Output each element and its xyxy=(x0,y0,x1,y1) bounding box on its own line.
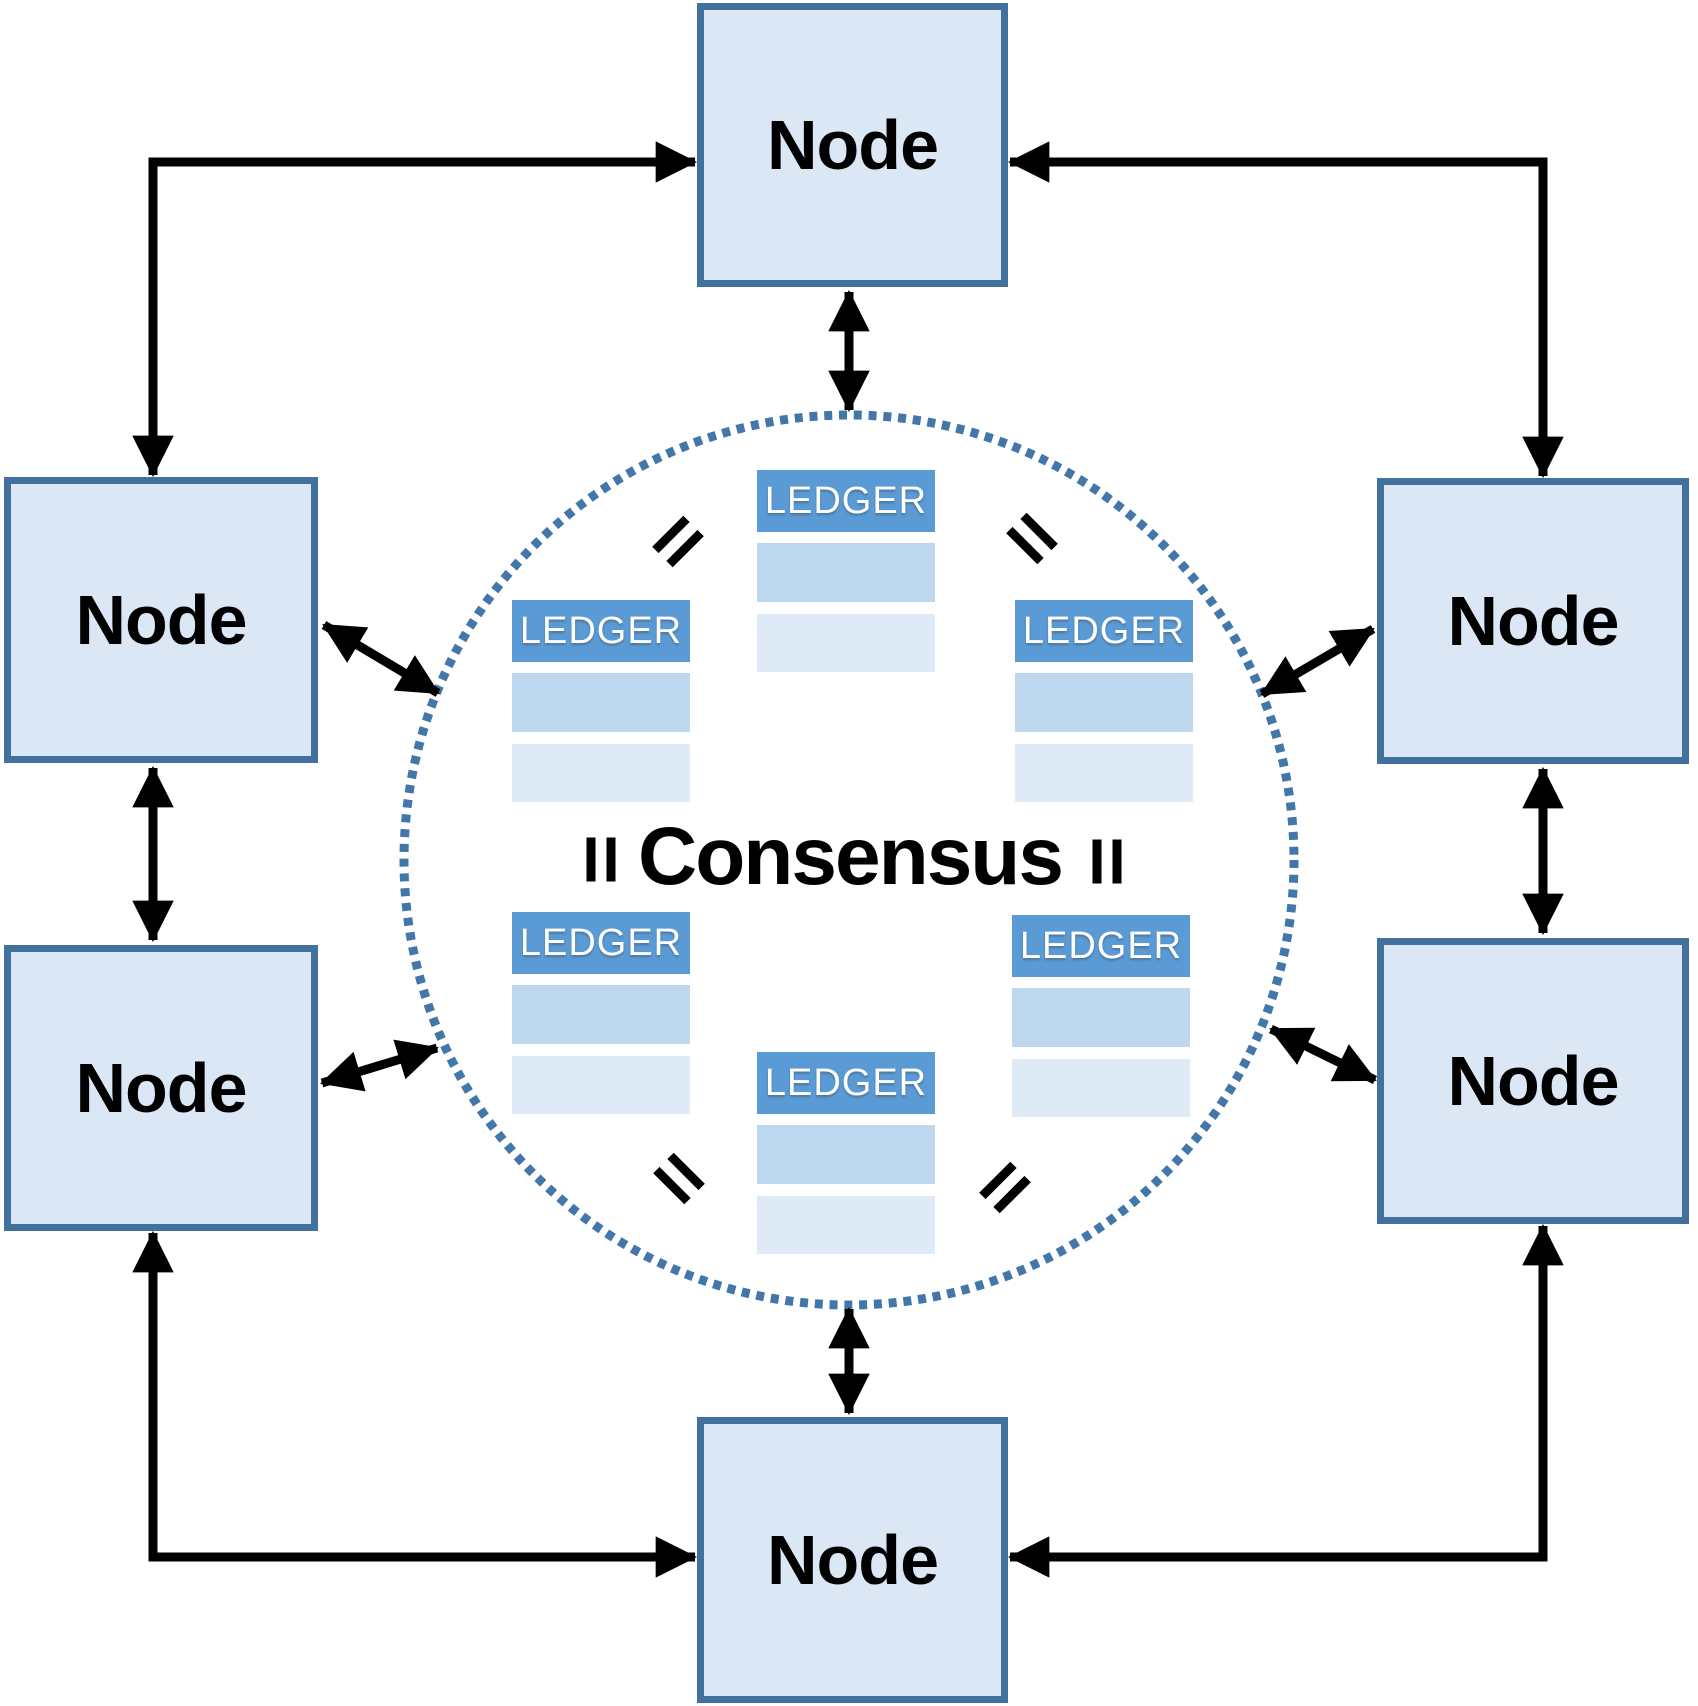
ledger-row xyxy=(512,744,690,802)
ledger-table-upper-right: LEDGER xyxy=(1015,600,1193,802)
node-label: Node xyxy=(767,1521,939,1599)
arrow-elbow-top-left xyxy=(132,141,698,478)
equals-bar xyxy=(586,837,596,882)
ledger-row xyxy=(1015,673,1193,732)
ledger-row xyxy=(757,1125,935,1184)
equals-bar xyxy=(1092,839,1102,884)
ledger-row xyxy=(1015,744,1193,802)
ledger-header: LEDGER xyxy=(757,470,935,532)
node-box-right-upper: Node xyxy=(1377,478,1689,764)
node-box-left-upper: Node xyxy=(4,477,318,763)
arrow-elbow-top-right xyxy=(1007,141,1564,479)
equals-bar xyxy=(1112,839,1122,884)
ledger-row xyxy=(512,985,690,1044)
ledger-table-top: LEDGER xyxy=(757,470,935,672)
ledger-table-upper-left: LEDGER xyxy=(512,600,690,802)
consensus-label: Consensus xyxy=(638,811,1064,903)
arrow-left-upper-diagonal xyxy=(321,621,441,697)
ledger-table-lower-right: LEDGER xyxy=(1012,915,1190,1117)
consensus-dotted-circle xyxy=(399,410,1299,1310)
ledger-header: LEDGER xyxy=(1015,600,1193,662)
ledger-header: LEDGER xyxy=(757,1052,935,1114)
node-label: Node xyxy=(767,106,939,184)
node-box-bottom: Node xyxy=(697,1417,1008,1703)
ledger-table-bottom: LEDGER xyxy=(757,1052,935,1254)
ledger-header: LEDGER xyxy=(1012,915,1190,977)
ledger-table-lower-left: LEDGER xyxy=(512,912,690,1114)
arrow-right-lower-diagonal xyxy=(1269,1024,1377,1085)
node-label: Node xyxy=(1447,1042,1620,1120)
node-box-right-lower: Node xyxy=(1377,938,1689,1224)
arrow-elbow-bottom-right xyxy=(1007,1223,1564,1578)
ledger-row xyxy=(757,543,935,602)
ledger-row xyxy=(512,673,690,732)
arrow-elbow-bottom-left xyxy=(132,1230,698,1578)
equals-sign-mid-left xyxy=(586,837,616,882)
ledger-row xyxy=(1012,988,1190,1047)
ledger-row xyxy=(757,1196,935,1254)
ledger-header: LEDGER xyxy=(512,600,690,662)
node-label: Node xyxy=(1447,582,1620,660)
equals-bar xyxy=(606,837,616,882)
arrow-left-lower-diagonal xyxy=(320,1039,439,1092)
ledger-row xyxy=(757,614,935,672)
node-box-left-lower: Node xyxy=(4,945,318,1231)
equals-sign-mid-right xyxy=(1092,839,1122,884)
node-box-top: Node xyxy=(697,3,1008,287)
node-label: Node xyxy=(75,581,248,659)
ledger-header: LEDGER xyxy=(512,912,690,974)
ledger-row xyxy=(1012,1059,1190,1117)
ledger-row xyxy=(512,1056,690,1114)
node-label: Node xyxy=(75,1049,248,1127)
arrow-right-upper-diagonal xyxy=(1259,625,1376,698)
